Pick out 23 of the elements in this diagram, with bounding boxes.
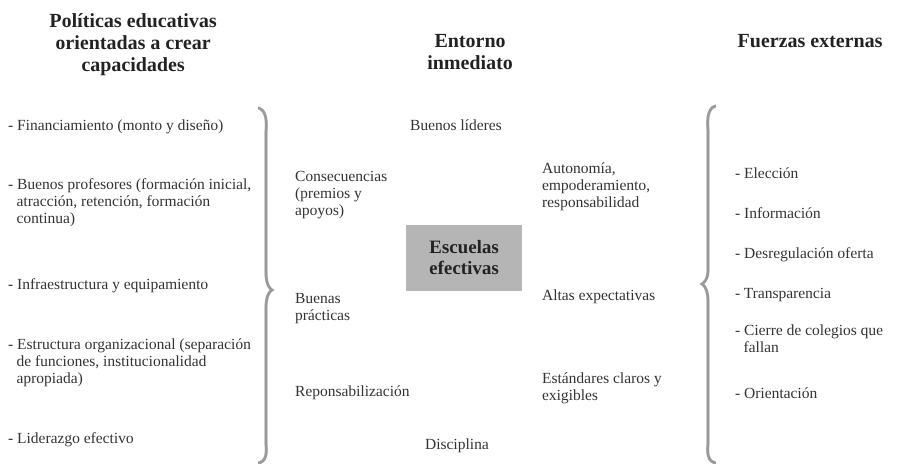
list-item: - Estructura organizacional (separación de funciones, institucionalidad apropiada): [8, 336, 252, 387]
factor-label: Altas expectativas: [542, 287, 656, 304]
column-heading: Fuerzas externas: [736, 30, 884, 52]
list-item: - Liderazgo efectivo: [8, 430, 135, 447]
factor-label: Disciplina: [425, 436, 490, 453]
list-item: - Elección: [735, 165, 800, 182]
column-heading: Entorno inmediato: [426, 30, 514, 74]
list-item: - Infraestructura y equipamiento: [8, 276, 210, 293]
column-heading: Políticas educativas orientadas a crear capacidades: [48, 10, 218, 76]
list-item: - Cierre de colegios que fallan: [735, 322, 884, 356]
list-item: - Buenos profesores (formación inicial, atracción, retención, formación continua): [8, 176, 252, 227]
list-item: - Financiamiento (monto y diseño): [8, 117, 224, 134]
list-item: - Desregulación oferta: [735, 245, 875, 262]
factor-label: Estándares claros y exigibles: [542, 370, 663, 404]
factor-label: Autonomía, empoderamiento, responsabilidad: [542, 160, 652, 211]
list-item: - Transparencia: [735, 285, 832, 302]
factor-label: Consecuencias (premios y apoyos): [295, 168, 388, 219]
factor-label: Reponsabilización: [295, 383, 410, 400]
list-item: - Orientación: [735, 385, 818, 402]
list-item: - Información: [735, 205, 822, 222]
factor-label: Buenas prácticas: [295, 290, 352, 324]
highlight-box: Escuelas efectivas: [406, 225, 522, 291]
factor-label: Buenos líderes: [410, 117, 503, 134]
